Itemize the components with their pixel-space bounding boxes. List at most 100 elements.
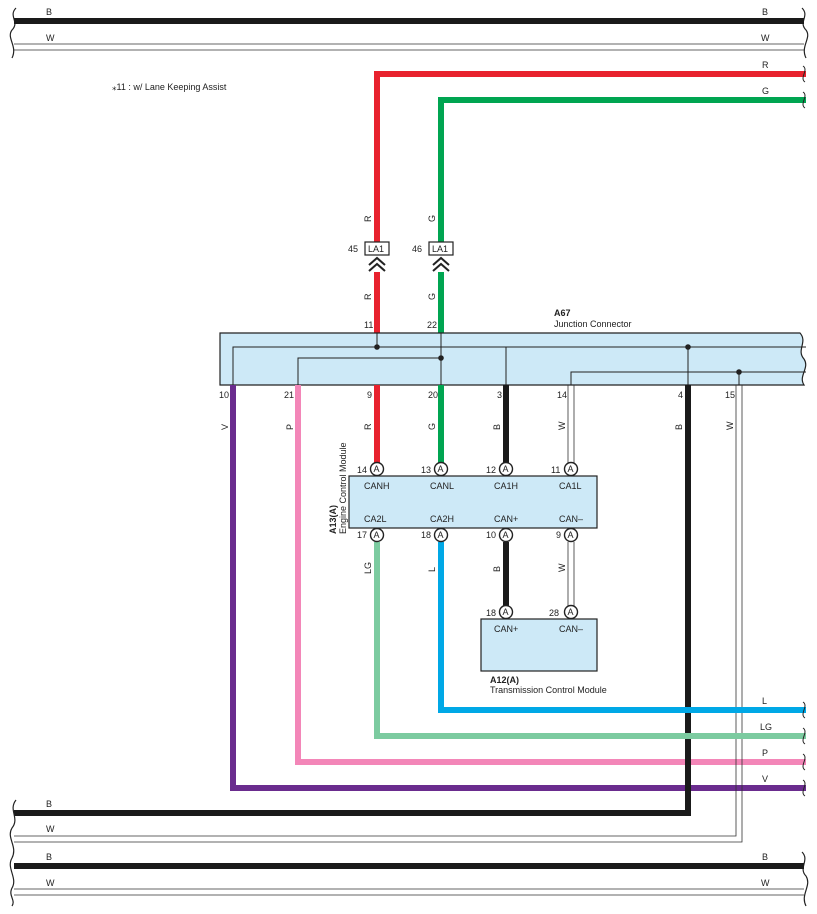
- ecm-pin-14: 14: [357, 465, 367, 475]
- wire-end-break-v: [802, 779, 806, 797]
- wire-l: [438, 542, 806, 713]
- a67-pin-9: 9: [367, 390, 372, 400]
- ecm-code: A13(A): [328, 505, 338, 534]
- wire-label-w-drop: W: [725, 421, 735, 430]
- ecm-pin-12: 12: [486, 465, 496, 475]
- wire-b-drop: [14, 385, 691, 816]
- la1-box-right: [428, 241, 454, 256]
- wire-label-b-top-right: B: [762, 7, 768, 17]
- ecm-connector-markers: A A A A A A A A: [369, 461, 579, 543]
- a67-pin-21: 21: [284, 390, 294, 400]
- bus-break-right-bottom: [801, 851, 809, 907]
- wire-end-break-lg: [802, 727, 806, 745]
- tcm-code: A12(A): [490, 675, 519, 685]
- connector-a-letter: A: [503, 464, 509, 474]
- a67-pin-11: 11: [364, 320, 373, 330]
- option-note: ⁎11 : w/ Lane Keeping Assist: [112, 82, 227, 92]
- connector-a-icon: [433, 527, 449, 543]
- bus-break-left-bottom: [9, 799, 17, 907]
- connector-a-icon: [369, 461, 385, 477]
- connector-a-letter: A: [374, 464, 380, 474]
- wire-v: [230, 385, 806, 791]
- wire-label-lg-right: LG: [760, 722, 772, 732]
- connector-a-icon: [369, 527, 385, 543]
- a67-code: A67: [554, 308, 571, 318]
- connector-a-letter: A: [568, 464, 574, 474]
- a67-pin-22: 22: [427, 320, 437, 330]
- wire-label-b-drop: B: [674, 424, 684, 430]
- a67-splice-r: [374, 344, 380, 350]
- engine-control-module: A13(A) Engine Control Module CANH CANL C…: [328, 442, 598, 543]
- ecm-signal-ca1h: CA1H: [494, 481, 518, 491]
- connector-a-icon: [563, 527, 579, 543]
- wire-r-feed: [374, 71, 806, 255]
- wire-label-w-bottom-left: W: [46, 878, 55, 888]
- wire-label-w-bottom-right: W: [761, 878, 770, 888]
- tcm-pin-18: 18: [486, 608, 496, 618]
- chevron-connector-icon-left: [368, 256, 386, 272]
- wire-label-l-vert: L: [427, 567, 437, 572]
- a67-pin-10: 10: [219, 390, 229, 400]
- connector-a-letter: A: [374, 530, 380, 540]
- downstream-wires: V V P P R G B W B W LG LG L L B: [14, 385, 806, 843]
- connector-a-icon: [563, 604, 579, 620]
- wire-end-break-p: [802, 753, 806, 771]
- wire-end-break-r: [802, 65, 806, 83]
- tcm-body: [480, 618, 598, 672]
- wire-label-r-right: R: [762, 60, 769, 70]
- wire-label-r-upper: R: [363, 215, 373, 222]
- wire-label-p-right: P: [762, 748, 768, 758]
- ecm-pin-18: 18: [421, 530, 431, 540]
- ecm-body: [348, 475, 598, 529]
- connector-a-letter: A: [438, 464, 444, 474]
- bus-break-right-top: [801, 7, 809, 59]
- connector-a-letter: A: [438, 530, 444, 540]
- connector-a-letter: A: [503, 607, 509, 617]
- connector-a-icon: [498, 604, 514, 620]
- connector-a-icon: [433, 461, 449, 477]
- ecm-name: Engine Control Module: [338, 442, 348, 534]
- connector-a-icon: [563, 461, 579, 477]
- wire-label-b-bottom-right: B: [762, 852, 768, 862]
- a67-splice-g: [438, 355, 444, 361]
- ecm-pin-11: 11: [551, 465, 560, 475]
- tcm-pin-28: 28: [549, 608, 559, 618]
- top-bus: B B W W: [9, 7, 809, 59]
- wire-label-g-right: G: [762, 86, 769, 96]
- ecm-signal-ca2h: CA2H: [430, 514, 454, 524]
- wire-label-r-ecm: R: [363, 423, 373, 430]
- wire-label-b-tcm: B: [492, 566, 502, 572]
- wire-lg: [374, 542, 806, 739]
- wire-label-w-top-right: W: [761, 33, 770, 43]
- la1-label-right: LA1: [432, 244, 448, 254]
- la1-pin-left: 45: [348, 244, 358, 254]
- junction-connector-a67: A67 Junction Connector 10 21 9 20 3 14 4…: [219, 308, 807, 400]
- wire-label-b-bottom-left: B: [46, 852, 52, 862]
- wire-label-w-tcm: W: [557, 563, 567, 572]
- a67-bus-3: [570, 371, 806, 385]
- red-green-feed: R G R G LA1 45 LA1 46 R G 11 22: [348, 60, 806, 333]
- a67-bus-1: [232, 346, 806, 385]
- ecm-signal-ca1l: CA1L: [559, 481, 582, 491]
- a67-bus-2: [297, 357, 441, 385]
- wire-label-g-mid: G: [427, 293, 437, 300]
- bottom-bus: B W B B W W: [9, 799, 809, 907]
- a67-pin-20: 20: [428, 390, 438, 400]
- wire-label-r-mid: R: [363, 293, 373, 300]
- la1-box-left: [364, 241, 390, 256]
- ecm-pin-10: 10: [486, 530, 496, 540]
- la1-pin-right: 46: [412, 244, 422, 254]
- tcm-signal-canplus: CAN+: [494, 624, 518, 634]
- a67-pin-15: 15: [725, 390, 735, 400]
- wire-label-v-vert: V: [220, 424, 230, 430]
- a67-pin-14: 14: [557, 390, 567, 400]
- la1-label-left: LA1: [368, 244, 384, 254]
- tcm-signal-canminus: CAN–: [559, 624, 583, 634]
- wire-end-break-g: [802, 91, 806, 109]
- connector-a-icon: [498, 527, 514, 543]
- wire-label-g-ecm: G: [427, 423, 437, 430]
- wire-label-g-upper: G: [427, 215, 437, 222]
- wire-label-w-top-left: W: [46, 33, 55, 43]
- bus-break-left-top: [9, 7, 17, 59]
